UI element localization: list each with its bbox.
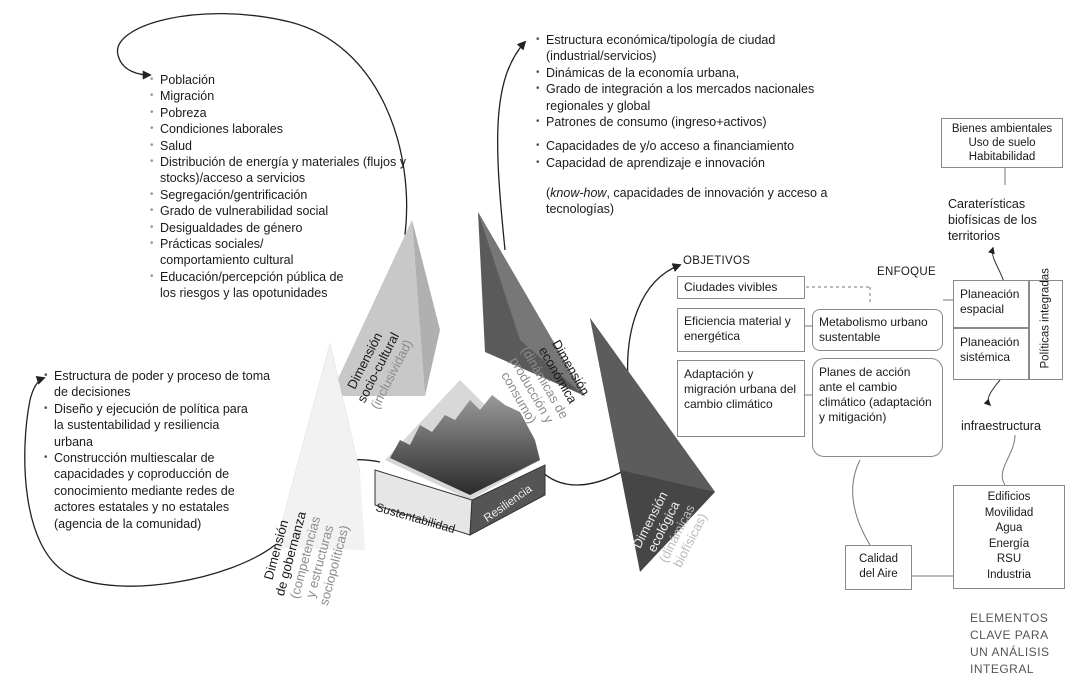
center-right-face xyxy=(469,464,546,536)
edificios-item: Movilidad xyxy=(984,506,1034,519)
socio-item: Salud xyxy=(150,138,415,155)
socio-item: Pobreza xyxy=(150,105,415,122)
econ-item: Grado de integración a los mercados naci… xyxy=(536,81,856,114)
socio-pyramid-face xyxy=(412,220,440,396)
edificios-item: Energía xyxy=(988,537,1030,550)
elementos-line: UN ANÁLISIS xyxy=(970,645,1050,659)
gov-pyramid-light xyxy=(275,343,365,550)
enfoque-planes: Planes de acción ante el cambio climátic… xyxy=(812,358,943,457)
socio-list: Población Migración Pobreza Condiciones … xyxy=(150,72,415,302)
econ-pyramid-face xyxy=(478,212,585,396)
politicas-integradas-label: Políticas integradas xyxy=(1039,268,1052,369)
gov-item: Construcción multiescalar de capacidades… xyxy=(44,450,254,532)
bienes-ambientales-box: Bienes ambientales Uso de suelo Habitabi… xyxy=(941,118,1063,168)
econ-item: Dinámicas de la economía urbana, xyxy=(536,65,866,82)
elementos-line: INTEGRAL xyxy=(970,662,1035,676)
enfoque-metabolismo: Metabolismo urbano sustentable xyxy=(812,309,943,351)
edificios-item: Edificios xyxy=(987,491,1031,503)
econ-note-italic: know-how xyxy=(550,186,607,200)
eco-to-objetivos-arrow xyxy=(626,263,682,381)
econ-note: (know-how, capacidades de innovación y a… xyxy=(546,185,836,217)
bienes-line: Uso de suelo xyxy=(968,137,1036,149)
infraestructura-label: infraestructura xyxy=(961,419,1041,433)
bienes-line: Habitabilidad xyxy=(968,151,1036,163)
gov-list: Estructura de poder y proceso de toma de… xyxy=(44,368,274,532)
objetivos-label: OBJETIVOS xyxy=(683,255,751,267)
to-infra-arrow xyxy=(983,379,1001,406)
gov-item: Estructura de poder y proceso de toma de… xyxy=(44,368,274,401)
objetivo-eficiencia: Eficiencia material y energética xyxy=(677,308,805,352)
econ-item: Capacidad de aprendizaje e innovación xyxy=(536,155,866,172)
planes-to-calidad xyxy=(852,459,871,546)
gov-loop-arrow xyxy=(24,375,276,587)
econ-list: Estructura económica/tipología de ciudad… xyxy=(536,32,866,172)
gov-item: Diseño y ejecución de política para la s… xyxy=(44,401,259,450)
socio-item: Migración xyxy=(150,88,415,105)
econ-arrow xyxy=(496,40,527,251)
edificios-item: RSU xyxy=(996,553,1022,565)
econ-item: Capacidades de y/o acceso a financiamien… xyxy=(536,138,866,155)
planeacion-sistemica: Planeación sistémica xyxy=(953,328,1029,380)
edificios-item: Agua xyxy=(995,522,1023,534)
elementos-line: CLAVE PARA xyxy=(970,628,1049,642)
econ-note-open: ( xyxy=(546,186,551,200)
infra-to-edificios xyxy=(1001,434,1016,486)
socio-item: Distribución de energía y materiales (fl… xyxy=(150,154,415,187)
elementos-clave-label: ELEMENTOS CLAVE PARA UN ANÁLISIS INTEGRA… xyxy=(970,610,1065,678)
edificios-box: Edificios Movilidad Agua Energía RSU Ind… xyxy=(953,485,1065,589)
eco-pyramid-face xyxy=(590,318,715,492)
center-skyline xyxy=(390,395,540,495)
elementos-line: ELEMENTOS xyxy=(970,611,1049,625)
objetivo-adaptacion: Adaptación y migración urbana del cambio… xyxy=(677,360,805,437)
politicas-box xyxy=(1029,280,1063,380)
econ-item: Estructura económica/tipología de ciudad… xyxy=(536,32,811,65)
socio-item: Segregación/gentrificación xyxy=(150,187,415,204)
socio-item: Población xyxy=(150,72,415,89)
socio-item: Educación/percepción pública de los ries… xyxy=(150,269,360,302)
socio-item: Prácticas sociales/ comportamiento cultu… xyxy=(150,236,320,269)
socio-pyramid-light xyxy=(330,220,425,396)
bienes-line: Bienes ambientales xyxy=(951,123,1053,135)
center-to-eco xyxy=(539,469,626,486)
edificios-item: Industria xyxy=(986,568,1032,581)
socio-item: Grado de vulnerabilidad social xyxy=(150,203,415,220)
objetivo-ciudades-vivibles: Ciudades vivibles xyxy=(677,276,805,299)
enfoque-label: ENFOQUE xyxy=(877,266,936,278)
caracteristicas-label: Caraterísticas biofísicas de los territo… xyxy=(948,197,1037,243)
calidad-aire-box: Calidad del Aire xyxy=(845,545,912,590)
socio-item: Condiciones laborales xyxy=(150,121,415,138)
econ-note-rest: , capacidades de innovación y acceso a t… xyxy=(546,186,828,216)
econ-item: Patrones de consumo (ingreso+activos) xyxy=(536,114,866,131)
planeacion-espacial: Planeación espacial xyxy=(953,280,1029,328)
socio-item: Desigualdades de género xyxy=(150,220,415,237)
